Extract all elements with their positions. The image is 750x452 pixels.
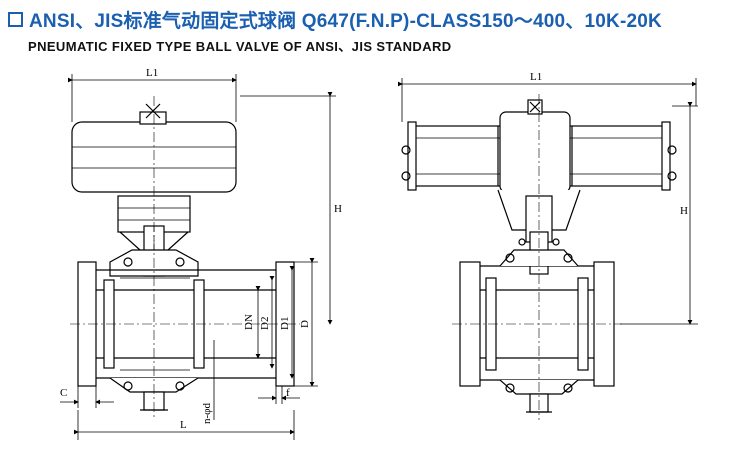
left-valve-view: [70, 96, 300, 420]
dim-label-l1-right: L1: [530, 71, 542, 83]
dim-label-l1-left: L1: [146, 67, 158, 79]
dim-label-d2: D2: [259, 317, 271, 330]
page-subtitle: PNEUMATIC FIXED TYPE BALL VALVE OF ANSI、…: [28, 39, 452, 54]
title-row: ANSI、JIS标准气动固定式球阀 Q647(F.N.P)-CLASS150～4…: [8, 6, 662, 33]
dim-label-h-left: H: [334, 203, 342, 215]
right-valve-view: [401, 94, 677, 420]
left-dimension-labels: L1 H DN D2 D1 D C n-φd f L: [60, 67, 342, 431]
dim-label-c: C: [60, 387, 67, 399]
dim-label-f: f: [286, 387, 290, 399]
page-title: ANSI、JIS标准气动固定式球阀 Q647(F.N.P)-CLASS150～4…: [29, 11, 662, 32]
dim-label-d1: D1: [279, 317, 291, 330]
dim-label-n-phi-d: n-φd: [201, 402, 213, 424]
right-dimension-labels: L1 H: [530, 71, 688, 217]
checkbox-icon: [8, 12, 23, 27]
dim-label-d: D: [299, 320, 311, 328]
left-dimensions: [60, 74, 336, 440]
dim-label-h-right: H: [680, 205, 688, 217]
dim-label-l: L: [180, 419, 187, 431]
dim-label-dn: DN: [243, 314, 255, 330]
right-dimensions: [398, 78, 698, 325]
